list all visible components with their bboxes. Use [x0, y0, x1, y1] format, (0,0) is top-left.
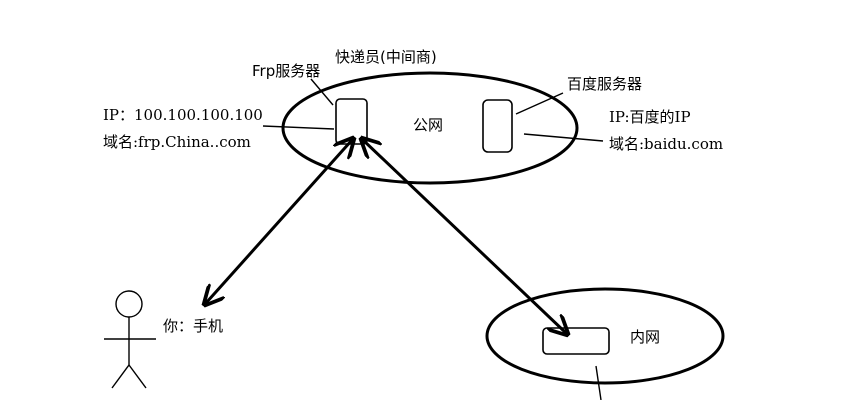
baidu-server-box	[482, 99, 513, 153]
private-net-leader	[595, 365, 602, 401]
baidu-address-leader	[523, 133, 604, 142]
baidu-server-leader	[515, 92, 564, 115]
courier-label: 快递员(中间商)	[335, 48, 437, 66]
public-network-label: 公网	[413, 116, 443, 134]
user-stick-figure-icon	[104, 290, 156, 389]
frp-domain-label: 域名:frp.China..com	[103, 133, 251, 151]
frp-address-leader	[262, 125, 335, 130]
frp-server-leader	[310, 78, 334, 106]
frp-server-label: Frp服务器	[252, 62, 320, 80]
frp-to-private-arrow	[363, 140, 566, 333]
private-device-box	[542, 327, 610, 355]
baidu-server-label: 百度服务器	[567, 75, 642, 93]
phone-to-frp-arrow	[206, 140, 352, 303]
baidu-ip-label: IP:百度的IP	[609, 108, 691, 126]
frp-server-box	[335, 98, 368, 145]
user-phone-label: 你：手机	[163, 317, 223, 335]
baidu-domain-label: 域名:baidu.com	[609, 135, 723, 153]
frp-ip-label: IP：100.100.100.100	[103, 106, 263, 124]
private-network-label: 内网	[630, 328, 660, 346]
